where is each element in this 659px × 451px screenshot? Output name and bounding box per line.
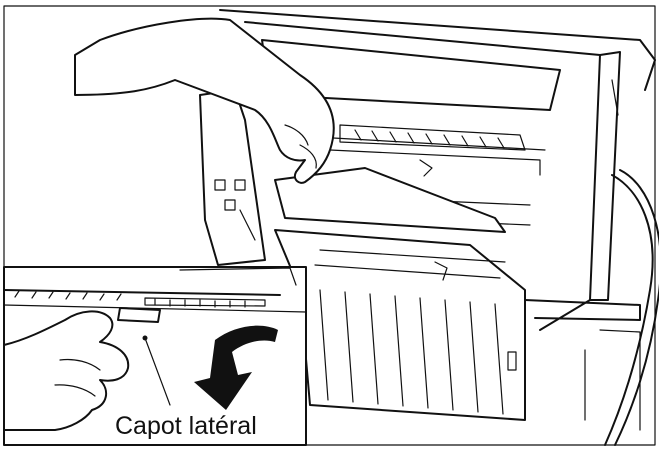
lower-access-door bbox=[274, 229, 526, 421]
side-cover-latch bbox=[117, 307, 161, 323]
thumb-hand-icon bbox=[3, 310, 130, 431]
hand-icon bbox=[74, 17, 335, 184]
illustration-frame bbox=[3, 5, 656, 446]
callout-leader bbox=[144, 337, 171, 406]
detail-inset bbox=[3, 266, 307, 446]
arrow-down-icon bbox=[194, 325, 278, 410]
left-side-panel bbox=[199, 89, 266, 266]
side-cover-label: Capot latéral bbox=[112, 411, 260, 441]
opened-cover bbox=[274, 167, 506, 233]
callout-dot bbox=[142, 335, 148, 341]
